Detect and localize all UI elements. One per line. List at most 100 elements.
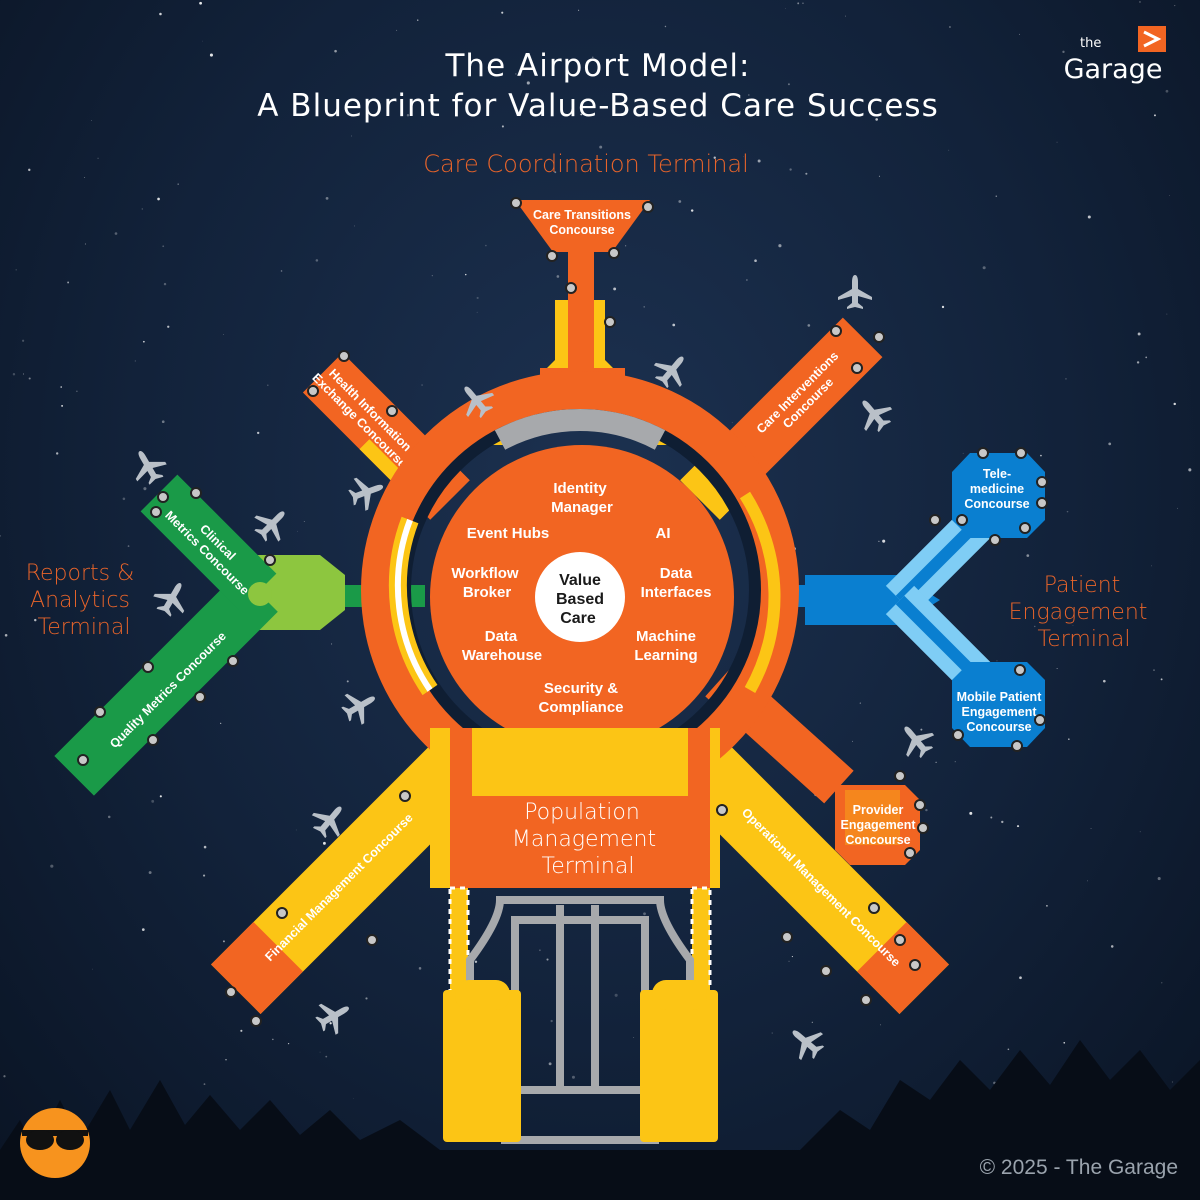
population-label-3: Terminal [542,854,635,879]
star [1068,738,1070,740]
star [1161,982,1163,984]
star [455,98,458,101]
star [220,722,222,724]
service-warehouse-2: Warehouse [462,647,542,664]
star [882,539,886,543]
gate-icon [860,994,872,1006]
star [225,1059,227,1061]
star [811,1021,813,1023]
provider-label-2: Engagement [840,818,916,832]
care-transitions-label-2: Concourse [549,223,614,237]
title-line-2: A Blueprint for Value-Based Care Success [257,88,938,124]
star [1019,976,1022,980]
provider-label-1: Provider [853,803,904,817]
star [323,841,326,845]
star [1169,195,1171,196]
star [580,113,583,116]
gate-icon [604,316,616,328]
star [354,225,355,227]
gate-icon [399,790,411,802]
star [526,81,530,85]
star [22,339,25,342]
star [297,530,298,532]
star [1108,442,1112,446]
star [148,871,152,875]
service-ml-1: Machine [636,628,696,645]
care-coordination-terminal-label: Care Coordination Terminal [423,150,749,178]
star [995,195,998,197]
service-ml-2: Learning [634,647,697,664]
star [1166,313,1168,315]
star [743,156,744,158]
gate-icon [1034,714,1046,726]
star [417,19,419,21]
star [97,157,99,159]
star [474,960,478,964]
star [578,9,580,11]
star [550,1019,553,1023]
star [546,958,549,961]
star [418,967,422,970]
parking-structures [443,980,718,1142]
star [844,15,846,17]
star [643,912,646,916]
star [1026,554,1030,557]
star [107,815,111,819]
star [92,968,94,970]
service-security-2: Compliance [538,699,623,716]
star [1137,332,1141,336]
gate-icon [952,729,964,741]
star [996,660,998,662]
star [643,306,645,308]
star [84,177,86,179]
service-data-interfaces-2: Interfaces [641,584,712,601]
star [141,928,145,931]
star [990,816,993,819]
gate-icon [1036,476,1048,488]
star [613,287,617,291]
service-security-1: Security & [544,680,618,697]
star [1151,565,1152,567]
gate-icon [190,487,202,499]
star [954,761,956,763]
gate-icon [338,350,350,362]
gate-icon [608,247,620,259]
provider-label-3: Concourse [845,833,910,847]
star [396,29,398,31]
gate-icon [307,385,319,397]
service-identity-1: Identity [553,480,607,497]
star [1066,510,1069,513]
star [159,12,162,16]
star [1176,507,1178,509]
star [592,56,594,58]
gate-icon [264,554,276,566]
star [807,324,811,327]
star [157,197,160,201]
star [127,545,130,547]
airplane-icon [653,356,684,389]
gate-icon [565,282,577,294]
star [319,1051,321,1053]
patient-engagement-terminal: Tele- medicine Concourse Mobile Patient … [760,453,1045,747]
star [1016,825,1020,828]
gate-icon [1019,522,1031,534]
star [4,633,8,637]
telemedicine-label-1: Tele- [983,467,1011,481]
gate-icon [225,986,237,998]
patient-terminal-label-3: Terminal [1038,627,1131,652]
star [789,168,792,171]
gate-icon [929,514,941,526]
star [1065,378,1067,380]
star [925,808,928,812]
star [941,305,945,309]
gate-icon [1011,740,1023,752]
star [633,1037,635,1038]
star [406,114,410,117]
star [421,384,423,386]
star [1001,820,1004,824]
star [1062,50,1065,54]
star [334,49,337,53]
star [1165,89,1169,93]
star [167,325,170,328]
star [134,360,136,362]
